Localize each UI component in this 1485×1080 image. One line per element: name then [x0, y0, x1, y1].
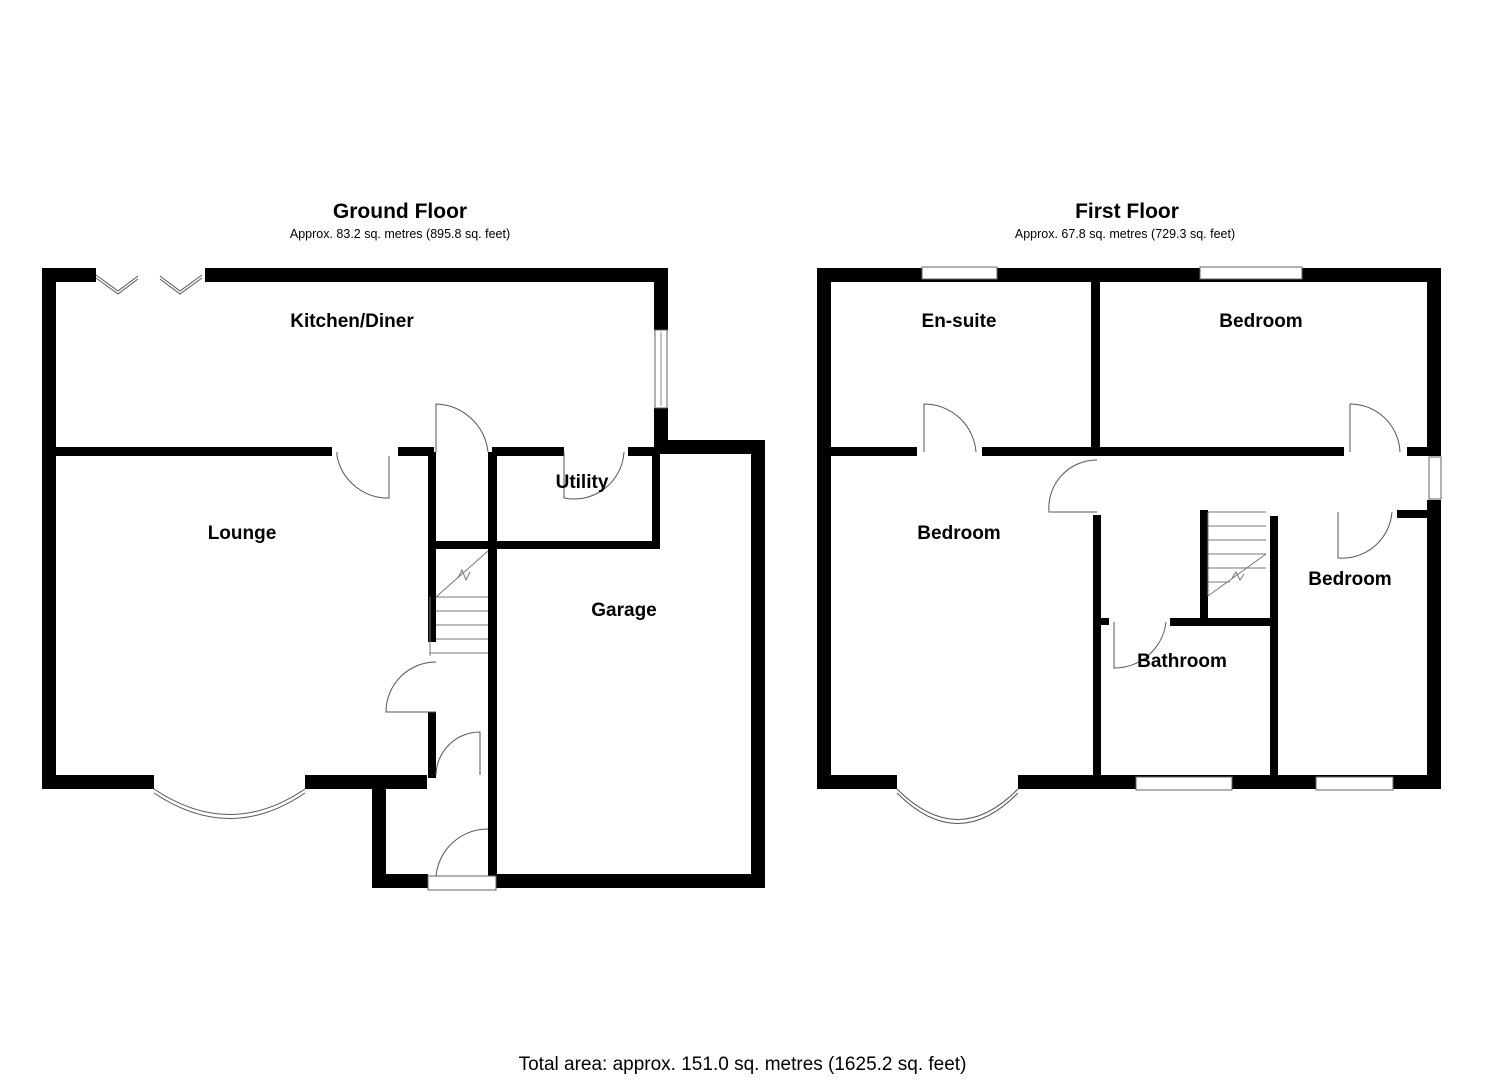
ground-floor-title: Ground Floor: [332, 200, 468, 223]
room-label-bedroom-front-right: Bedroom: [1308, 569, 1392, 590]
room-label-lounge: Lounge: [207, 523, 277, 544]
ground-floor-plan: [42, 268, 765, 891]
total-area: Total area: approx. 151.0 sq. metres (16…: [518, 1054, 967, 1075]
ground-floor-area: Approx. 83.2 sq. metres (895.8 sq. feet): [289, 227, 511, 241]
room-label-en-suite: En-suite: [921, 311, 997, 332]
room-label-utility: Utility: [555, 472, 609, 493]
first-floor-plan: [817, 266, 1442, 824]
room-label-kitchen-diner: Kitchen/Diner: [290, 311, 414, 332]
room-label-bathroom: Bathroom: [1137, 651, 1227, 672]
room-label-bedroom-front-left: Bedroom: [917, 523, 1001, 544]
first-floor-area: Approx. 67.8 sq. metres (729.3 sq. feet): [1014, 227, 1236, 241]
room-label-garage: Garage: [591, 600, 657, 621]
room-label-bedroom-rear: Bedroom: [1219, 311, 1303, 332]
first-floor-title: First Floor: [1075, 200, 1179, 223]
